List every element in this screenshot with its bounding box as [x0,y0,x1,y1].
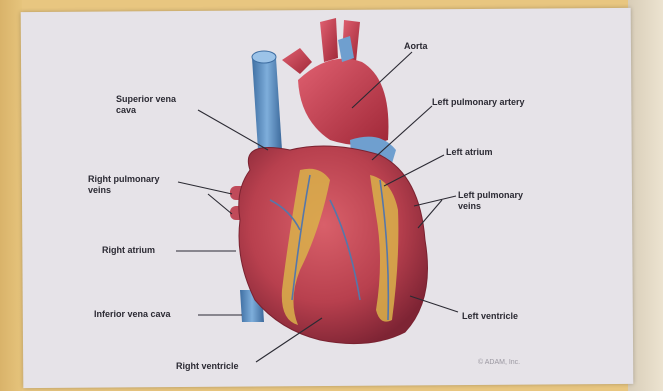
leader-right-pulmonary-veins-2 [208,194,232,214]
label-left-pulmonary-artery: Left pulmonary artery [432,97,525,108]
label-right-atrium: Right atrium [102,245,155,256]
leader-left-pulmonary-veins-1 [414,196,456,206]
vessel-svc-opening [252,51,276,63]
label-left-pulmonary-veins: Left pulmonary veins [458,190,523,212]
label-left-ventricle: Left ventricle [462,311,518,322]
label-right-ventricle: Right ventricle [176,361,239,372]
aortic-arch [298,59,388,145]
heart-body [239,146,428,344]
leader-right-pulmonary-veins-1 [178,182,232,194]
vessel-svc-shape [252,53,282,155]
artery-branch-1 [282,48,312,74]
label-right-pulmonary-veins: Right pulmonary veins [88,174,160,196]
label-aorta: Aorta [404,41,428,52]
label-superior-vena-cava: Superior vena cava [116,94,176,116]
copyright-text: © ADAM, Inc. [478,359,520,366]
label-inferior-vena-cava: Inferior vena cava [94,309,171,320]
artery-branch-2 [320,18,338,62]
aorta-vessel [282,18,388,145]
label-left-atrium: Left atrium [446,147,493,158]
superior-vena-cava-vessel [252,51,282,155]
